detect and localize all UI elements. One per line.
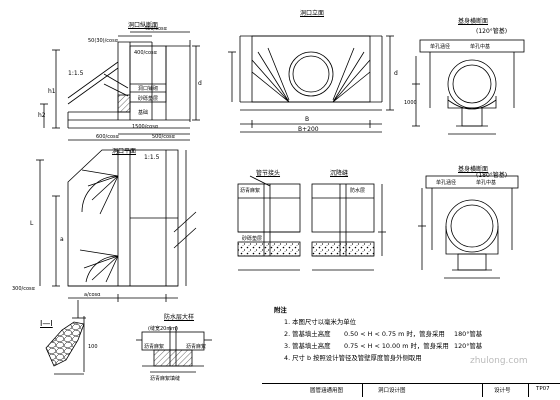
portal-plan xyxy=(36,149,197,302)
title-plan: 洞口平面 xyxy=(112,148,137,155)
note-3c: 120°管基 xyxy=(454,342,483,350)
title-block-project: 圆管涵通用图 xyxy=(310,388,344,394)
slope-label: 1:1.5 xyxy=(68,70,84,77)
label-gravel: 砂砾垫层 xyxy=(242,236,263,242)
note-3a: 3. 管基填土高度 xyxy=(284,342,331,350)
title-block: 圆管涵通用图 洞口设计图 设计号 TP07 xyxy=(262,383,560,397)
note-2b: 0.50 < H < 0.75 m 时，管身采用 xyxy=(344,330,445,338)
note-1: 1. 本图尺寸以毫米为单位 xyxy=(284,318,357,326)
title-block-sheet: 洞口设计图 xyxy=(378,388,406,394)
portal-elevation xyxy=(228,35,394,133)
label-gap: (缝宽20mm) xyxy=(148,326,179,332)
title-longitudinal: 洞口纵断面 xyxy=(128,22,159,29)
longitudinal-section xyxy=(40,31,200,141)
note-4: 4. 尺寸 b 按照设计管径及管壁厚度管身外侧取用 xyxy=(284,354,422,362)
label-asphalt: 沥青麻絮 xyxy=(240,188,261,194)
dim-d-long: d xyxy=(198,80,202,87)
label-wp-bottom: 沥青麻絮填缝 xyxy=(150,376,181,382)
label-bed-d: 单孔中基 xyxy=(476,180,497,186)
watermark: zhulong.com xyxy=(470,356,528,366)
label-foundation: 基础 xyxy=(138,110,149,116)
title-block-label: 设计号 xyxy=(494,388,511,394)
label-bed-c: 单孔涵径 xyxy=(436,180,457,186)
foundation-180-section xyxy=(418,175,519,279)
note-3b: 0.75 < H < 10.00 m 时，管身采用 xyxy=(344,342,449,350)
joint-detail xyxy=(237,175,301,271)
label-seal: 防水层 xyxy=(350,188,366,194)
notes-heading: 附注 xyxy=(274,306,287,314)
dim-h1: h1 xyxy=(48,88,56,95)
label-fill: 洞口铺砌 xyxy=(138,86,159,92)
note-2a: 2. 管基填土高度 xyxy=(284,330,331,338)
title-settlement: 沉降缝 xyxy=(330,170,349,177)
title-waterproof: 防水层大样 xyxy=(164,314,195,321)
title-section-i: I—I xyxy=(40,319,53,328)
dim-a-cos: a/cosα xyxy=(84,292,101,298)
dim-h2: h2 xyxy=(38,112,46,119)
dim-1500: 1500/cosα xyxy=(132,124,159,130)
title-block-divider xyxy=(482,384,483,397)
dim-450: 450/cosα xyxy=(144,26,167,32)
label-wp-right: 沥青麻絮 xyxy=(186,344,207,350)
label-bed-b: 单孔中基 xyxy=(470,44,491,50)
label-bed-a: 单孔涵径 xyxy=(430,44,451,50)
angle-180: (180°管基) xyxy=(476,172,508,179)
title-block-divider xyxy=(528,384,529,397)
angle-120: (120°管基) xyxy=(476,28,508,35)
title-block-number: TP07 xyxy=(536,386,550,392)
note-2c: 180°管基 xyxy=(454,330,483,338)
dim-100: 100 xyxy=(88,344,98,350)
dim-400: 400/cosα xyxy=(134,50,157,56)
waterproof-detail xyxy=(136,326,212,373)
foundation-120-section xyxy=(412,39,525,135)
dim-a: a xyxy=(60,236,64,243)
dim-300: 300/cosα xyxy=(12,286,35,292)
title-joint: 管节接头 xyxy=(256,170,281,177)
dim-b200: B+200 xyxy=(298,126,319,133)
settlement-joint-detail xyxy=(311,183,386,271)
dim-b: B xyxy=(305,116,310,123)
dim-1000: 1000 xyxy=(404,100,417,106)
dim-l: L xyxy=(30,220,34,227)
title-foundation-180: 基身横断面 xyxy=(458,166,489,173)
title-elevation: 洞口立面 xyxy=(300,10,325,17)
slope-plan: 1:1.5 xyxy=(144,154,160,161)
label-wp-left: 沥青麻絮 xyxy=(144,344,165,350)
dim-600: 600/cosα xyxy=(96,134,119,140)
dim-500: 500/cosα xyxy=(152,134,175,140)
title-foundation-120: 基身横断面 xyxy=(458,18,489,25)
dim-50-30: 50(30)/cosα xyxy=(88,38,119,44)
dim-d-elev: d xyxy=(394,70,398,77)
label-cushion: 砂砾垫层 xyxy=(138,96,159,102)
section-i-i xyxy=(45,300,86,375)
title-block-divider xyxy=(362,384,363,397)
